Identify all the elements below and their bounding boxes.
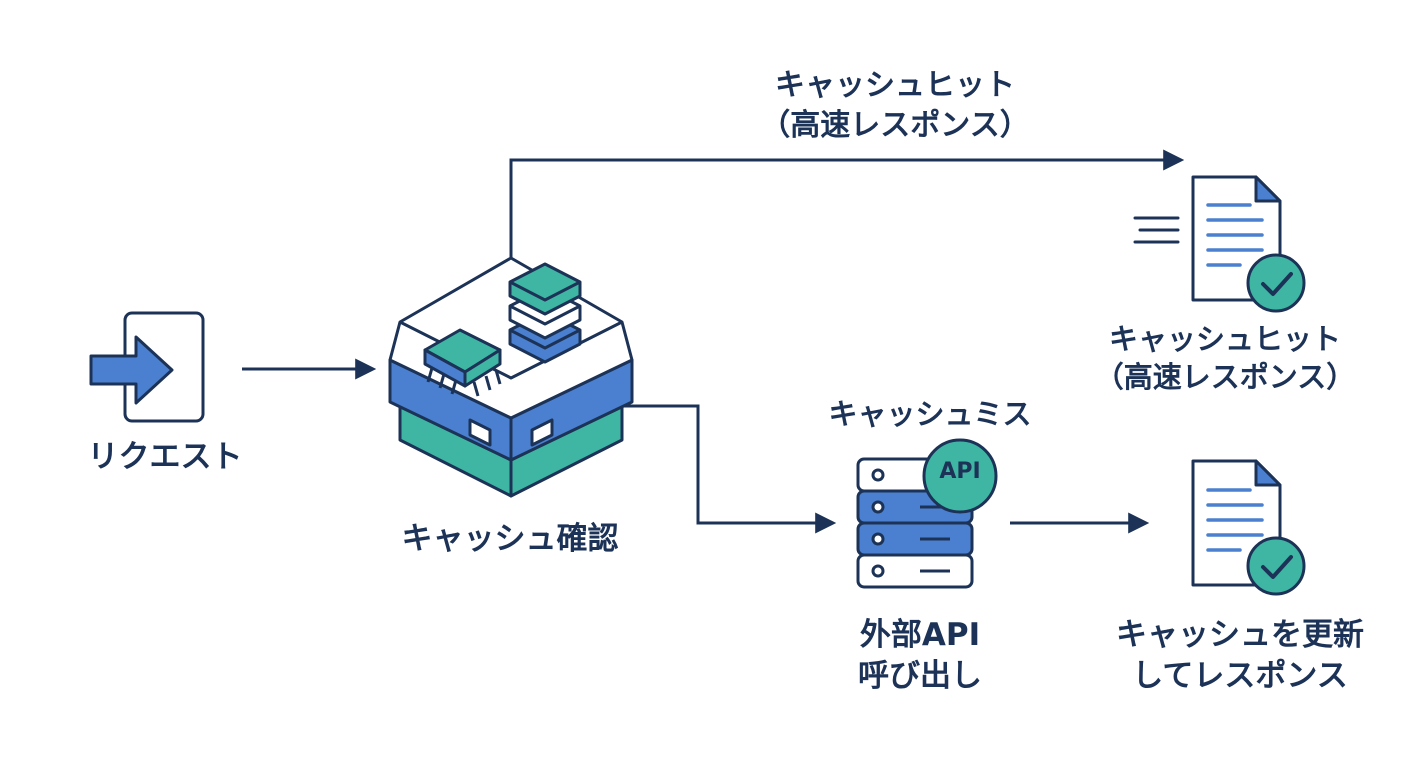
external-api-line-1: 外部API (859, 617, 981, 653)
arrow-cache-miss (624, 404, 837, 534)
database-stack-icon (508, 262, 582, 364)
document-check-icon (1191, 459, 1306, 596)
cache-hit-result-label: キャッシュヒット （高速レスポンス） (1075, 320, 1375, 397)
cache-hit-arrow-label: キャッシュヒット （高速レスポンス） (730, 66, 1060, 145)
arrow-cache-hit (509, 149, 1185, 262)
cache-hit-arrow-line-2: （高速レスポンス） (760, 107, 1030, 143)
update-response-line-2: してレスポンス (1132, 657, 1348, 694)
api-badge-label: API (939, 459, 981, 484)
external-api-line-2: 呼び出し (858, 657, 982, 694)
cache-miss-label: キャッシュミス (800, 395, 1060, 433)
external-api-label: 外部API 呼び出し (810, 615, 1030, 697)
cache-hit-arrow-line-1: キャッシュヒット (775, 68, 1015, 103)
cache-hit-result-line-2: （高速レスポンス） (1094, 360, 1356, 395)
update-response-label: キャッシュを更新 してレスポンス (1090, 615, 1390, 697)
chip-icon (423, 328, 502, 397)
cache-check-label: キャッシュ確認 (365, 519, 655, 560)
update-response-line-1: キャッシュを更新 (1116, 617, 1364, 653)
cache-hit-result-line-1: キャッシュヒット (1108, 322, 1341, 356)
cache-check-text: キャッシュ確認 (401, 521, 619, 557)
cache-miss-text: キャッシュミス (828, 397, 1032, 431)
login-icon (89, 311, 205, 423)
fast-document-check-icon (1133, 175, 1306, 313)
server-api-icon (856, 438, 998, 589)
request-label: リクエスト (70, 437, 260, 478)
request-text: リクエスト (87, 439, 243, 475)
